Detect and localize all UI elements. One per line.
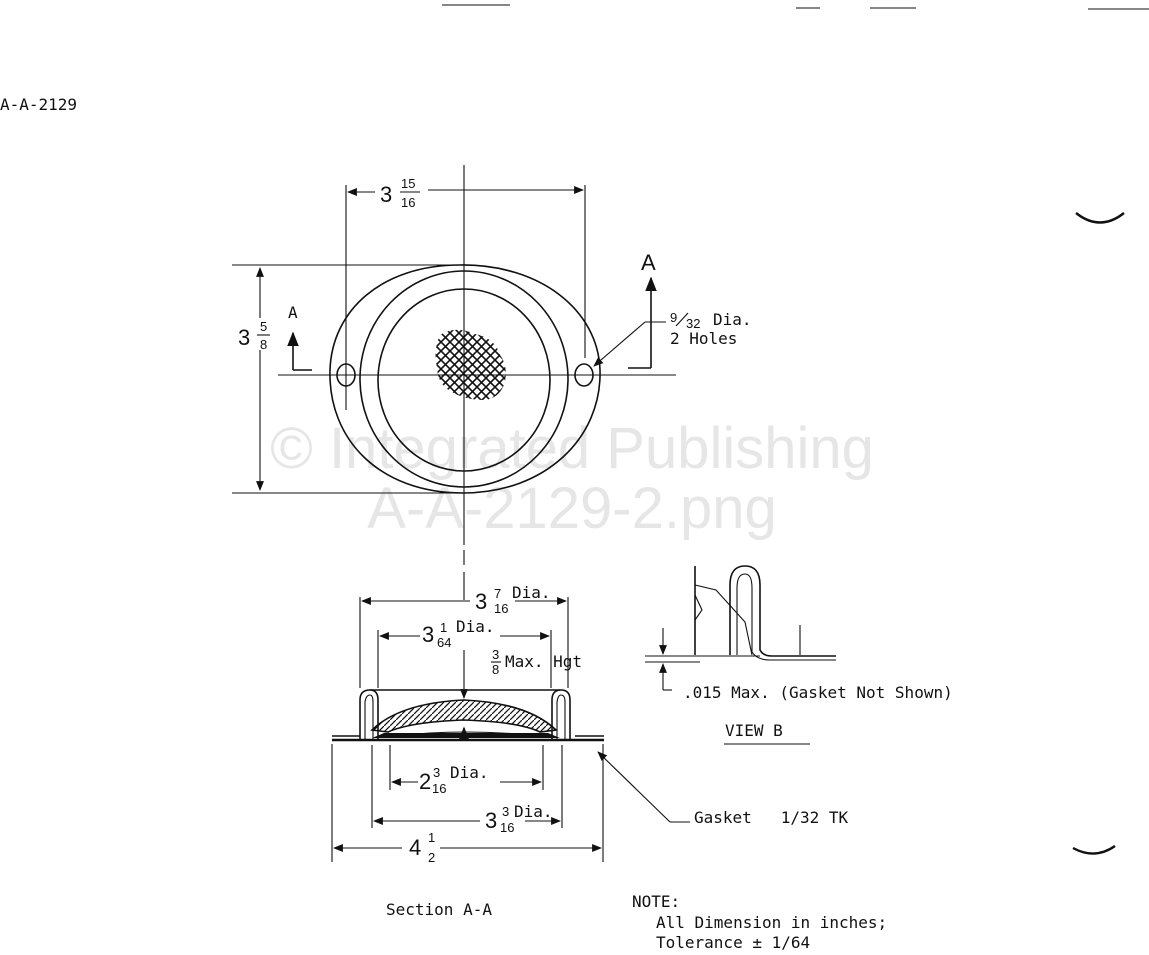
- top-dia-num: 7: [494, 586, 501, 601]
- watermark-line2: A-A-2129-2.png: [367, 476, 776, 541]
- note-line2: Tolerance ± 1/64: [656, 933, 810, 952]
- view-b-caption: VIEW B: [725, 721, 783, 740]
- gasket-label: Gasket 1/32 TK: [694, 808, 848, 827]
- hole-num: 9: [670, 310, 677, 325]
- inner-dia-num: 3: [433, 765, 440, 780]
- base-dia-den: 16: [500, 820, 514, 835]
- height-den: 8: [260, 337, 267, 352]
- overall-whole: 4: [409, 835, 421, 860]
- base-dia-num: 3: [502, 804, 509, 819]
- inner-dia-label: Dia.: [450, 763, 489, 782]
- holes-label: 2 Holes: [670, 329, 737, 348]
- mid-dia-num: 1: [440, 620, 447, 635]
- inner-dia-whole: 2: [419, 769, 431, 794]
- hgt-den: 8: [492, 662, 499, 677]
- top-dia-whole: 3: [475, 589, 487, 614]
- overall-den: 2: [428, 850, 435, 865]
- note-line1: All Dimension in inches;: [656, 913, 887, 932]
- gap-label: .015 Max. (Gasket Not Shown): [683, 683, 953, 702]
- width-whole: 3: [380, 182, 392, 207]
- height-whole: 3: [238, 325, 250, 350]
- hole-den: 32: [686, 316, 700, 331]
- document-id: A-A-2129: [0, 95, 77, 114]
- mid-dia-label: Dia.: [456, 617, 495, 636]
- note-title: NOTE:: [632, 892, 680, 911]
- watermark: © Integrated Publishing A-A-2129-2.png: [270, 416, 874, 541]
- section-marker-left: A: [288, 303, 298, 322]
- height-num: 5: [260, 319, 267, 334]
- section-view: 3 7 16 Dia. 3 1 64 Dia. 3 8 Max. Hgt 2 3…: [331, 583, 848, 919]
- lens-dome: [370, 699, 558, 733]
- section-caption: Section A-A: [386, 900, 492, 919]
- base-dia-whole: 3: [485, 808, 497, 833]
- plan-view: 3 15 16 3 5 8 A A 9 32 Dia. 2 Holes: [232, 165, 752, 600]
- inner-dia-den: 16: [432, 781, 446, 796]
- mid-dia-whole: 3: [422, 622, 434, 647]
- note: NOTE: All Dimension in inches; Tolerance…: [632, 892, 887, 952]
- scan-artifacts: [442, 4, 1149, 855]
- top-dia-den: 16: [494, 601, 508, 616]
- base-dia-label: Dia.: [514, 802, 553, 821]
- width-num: 15: [401, 176, 415, 191]
- width-den: 16: [401, 195, 415, 210]
- hole-dia-label: Dia.: [713, 310, 752, 329]
- overall-num: 1: [428, 830, 435, 845]
- lens-mesh: [435, 329, 506, 400]
- top-dia-label: Dia.: [512, 583, 551, 602]
- section-marker-right: A: [641, 250, 656, 275]
- mid-dia-den: 64: [437, 635, 451, 650]
- hgt-num: 3: [492, 647, 499, 662]
- hgt-label: Max. Hgt: [505, 652, 582, 671]
- view-b: .015 Max. (Gasket Not Shown) VIEW B: [645, 565, 953, 745]
